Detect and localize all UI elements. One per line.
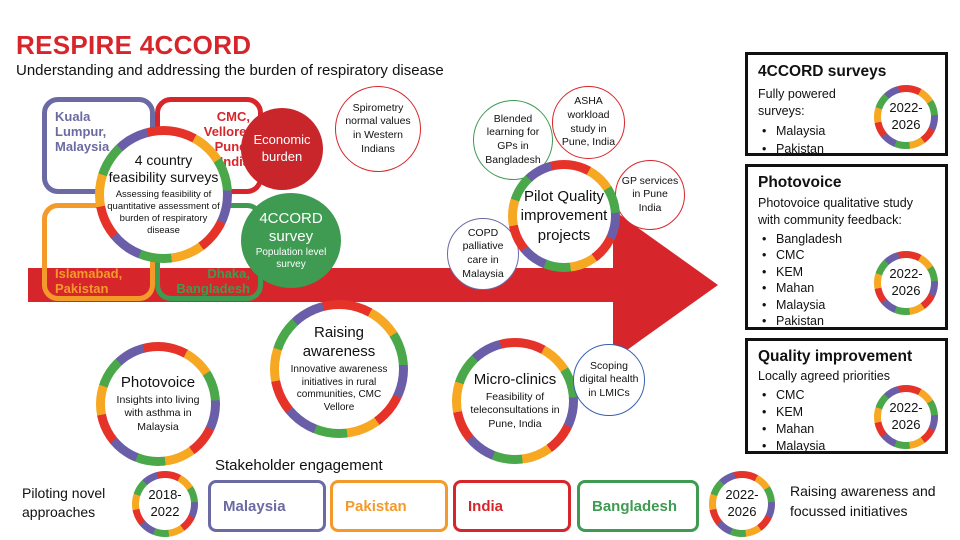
period-badge-text: 2022-2026 <box>889 100 923 132</box>
stakeholder-label-bangladesh: Bangladesh <box>592 497 678 515</box>
list-item: Mahan <box>762 280 935 297</box>
blended-learning-label: Blended learning for GPs in Bangladesh <box>485 112 541 166</box>
spirometry-circle: Spirometry normal values in Western Indi… <box>335 86 421 172</box>
scoping-digital-label: Scoping digital health in LMICs <box>579 359 639 399</box>
copd-palliative-label: COPD palliative care in Malaysia <box>462 226 504 280</box>
feasibility-title: 4 country feasibility surveys <box>108 152 219 186</box>
page-title: RESPIRE 4CCORD <box>16 30 252 60</box>
micro-clinics-title: Micro-clinics <box>473 370 557 388</box>
list-item: Bangladesh <box>762 231 935 248</box>
photovoice-desc: Insights into living with asthma in Mala… <box>116 393 200 433</box>
stakeholder-box-malaysia: Malaysia <box>208 480 326 532</box>
asha-workload-circle: ASHA workload study in Pune, India <box>552 86 625 159</box>
list-item: Malaysia <box>762 297 935 314</box>
micro-clinics-desc: Feasibility of teleconsultations in Pune… <box>470 390 560 430</box>
list-item: Pakistan <box>762 313 935 330</box>
stakeholder-label-malaysia: Malaysia <box>223 497 286 515</box>
scoping-digital-circle: Scoping digital health in LMICs <box>573 344 645 416</box>
period-badge-surveys: 2022-2026 <box>874 85 938 149</box>
period-badge-text: 2018-2022 <box>148 487 182 519</box>
site-label-kuala-lumpur: Kuala Lumpur, Malaysia <box>55 109 110 154</box>
stakeholder-box-india: India <box>453 480 571 532</box>
period-badge-text: 2022-2026 <box>889 266 923 298</box>
period-badge-photovoice: 2022-2026 <box>874 251 938 315</box>
list-item: Malaysia <box>762 122 935 140</box>
4ccord-survey-title: 4CCORD survey <box>259 210 323 245</box>
feasibility-surveys-circle: 4 country feasibility surveys Assessing … <box>95 126 232 263</box>
side-box-4ccord-surveys: 4CCORD surveys Fully powered surveys: Ma… <box>745 52 948 158</box>
side-box-photovoice-desc: Photovoice qualitative study with commun… <box>758 196 913 227</box>
gp-services-circle: GP services in Pune India <box>615 160 685 230</box>
feasibility-desc: Assessing feasibility of quantitative as… <box>107 189 220 236</box>
period-badge-text: 2022-2026 <box>725 487 759 519</box>
site-label-islamabad: Islamabad, Pakistan <box>55 266 123 296</box>
list-item: CMC <box>762 247 935 264</box>
4ccord-survey-desc: Population level survey <box>255 246 327 270</box>
raising-awareness-circle: Raising awareness Innovative awareness i… <box>270 300 408 438</box>
period-badge-right: 2022-2026 <box>709 471 775 537</box>
list-item: CMC <box>762 387 935 404</box>
pilot-qi-circle: Pilot Quality improvement projects <box>508 160 620 272</box>
list-item: KEM <box>762 264 935 281</box>
side-box-quality-improvement: Quality improvement Locally agreed prior… <box>745 338 948 454</box>
page-subtitle: Understanding and addressing the burden … <box>16 62 444 79</box>
economic-burden-circle: Economic burden <box>241 108 323 190</box>
spirometry-label: Spirometry normal values in Western Indi… <box>345 101 411 155</box>
period-badge-quality: 2022-2026 <box>874 385 938 449</box>
stakeholder-label-pakistan: Pakistan <box>345 497 407 515</box>
4ccord-survey-circle: 4CCORD survey Population level survey <box>241 193 341 288</box>
stakeholder-box-bangladesh: Bangladesh <box>577 480 699 532</box>
side-box-quality-title: Quality improvement <box>758 348 913 365</box>
list-item: KEM <box>762 404 935 421</box>
timeline-arrow <box>28 210 718 360</box>
list-item: Malaysia <box>762 438 935 455</box>
raising-awareness-title: Raising awareness <box>302 323 376 360</box>
photovoice-title: Photovoice <box>120 373 196 391</box>
side-box-quality-list: CMC KEM Mahan Malaysia <box>758 387 935 455</box>
stakeholder-label-india: India <box>468 497 504 515</box>
list-item: Mahan <box>762 421 935 438</box>
blended-learning-circle: Blended learning for GPs in Bangladesh <box>473 100 553 180</box>
stakeholder-label: Stakeholder engagement <box>215 457 383 474</box>
micro-clinics-circle: Micro-clinics Feasibility of teleconsult… <box>452 338 578 464</box>
list-item: Pakistan <box>762 140 935 158</box>
economic-burden-label: Economic burden <box>253 132 311 164</box>
side-box-surveys-desc: Fully powered surveys: <box>758 87 836 118</box>
asha-workload-label: ASHA workload study in Pune, India <box>561 95 616 149</box>
raising-awareness-desc: Innovative awareness initiatives in rura… <box>290 364 388 413</box>
side-box-surveys-list: Malaysia Pakistan <box>758 122 935 158</box>
side-box-surveys-title: 4CCORD surveys <box>758 63 887 80</box>
pilot-qi-title: Pilot Quality improvement projects <box>520 187 608 244</box>
stakeholder-box-pakistan: Pakistan <box>330 480 448 532</box>
side-box-photovoice-title: Photovoice <box>758 174 842 191</box>
piloting-label: Piloting novel approaches <box>22 485 106 520</box>
period-badge-left: 2018-2022 <box>132 471 198 537</box>
side-box-quality-desc: Locally agreed priorities <box>758 369 891 383</box>
photovoice-circle: Photovoice Insights into living with ast… <box>96 342 220 466</box>
period-badge-text: 2022-2026 <box>889 400 923 432</box>
side-box-photovoice: Photovoice Photovoice qualitative study … <box>745 164 948 330</box>
raising-awareness-footer-label: Raising awareness and focussed initiativ… <box>790 483 936 519</box>
gp-services-label: GP services in Pune India <box>621 174 679 214</box>
site-label-dhaka: Dhaka, Bangladesh <box>176 266 250 296</box>
copd-palliative-circle: COPD palliative care in Malaysia <box>447 218 519 290</box>
side-box-photovoice-list: Bangladesh CMC KEM Mahan Malaysia Pakist… <box>758 231 935 330</box>
